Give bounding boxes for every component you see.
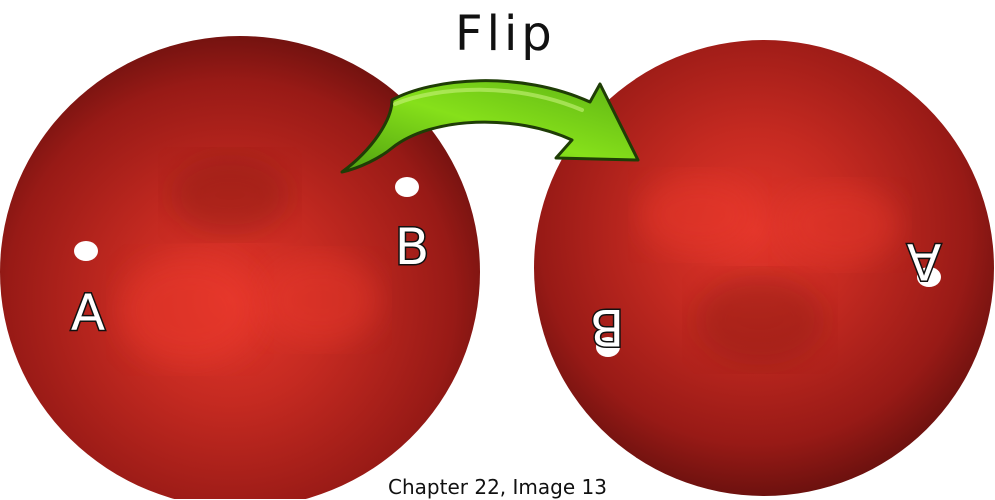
right-point-a-label: A bbox=[907, 232, 941, 290]
right-point-b-label: B bbox=[590, 298, 624, 356]
left-point-a-dot bbox=[74, 241, 98, 261]
left-point-b-dot bbox=[395, 177, 419, 197]
left-point-a-label: A bbox=[71, 284, 105, 342]
left-point-b-label: B bbox=[395, 218, 429, 276]
diagram-title: Flip bbox=[455, 6, 585, 62]
diagram-caption: Chapter 22, Image 13 bbox=[0, 474, 995, 500]
